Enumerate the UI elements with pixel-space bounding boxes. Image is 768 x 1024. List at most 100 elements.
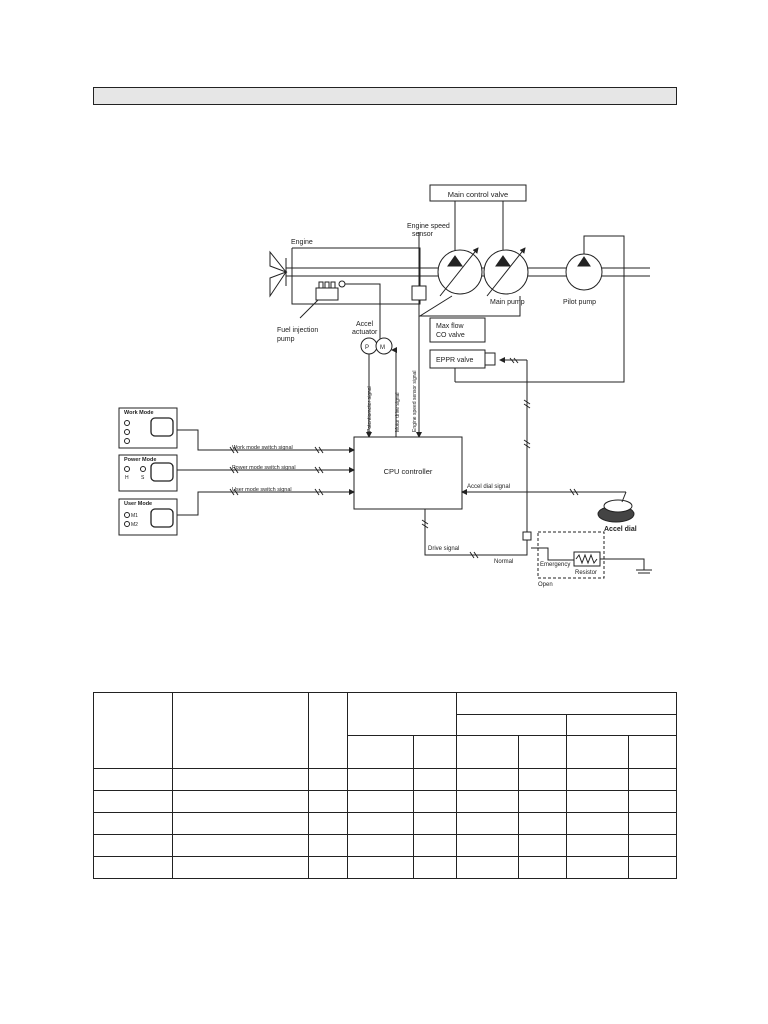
table-cell [347,768,414,791]
table-cell [518,856,567,879]
power-mode-s-label: S [141,475,145,481]
normal-label: Normal [494,559,513,565]
table-cell [518,812,567,835]
table-cell [413,768,457,791]
table-cell [308,768,348,791]
table-cell [172,812,309,835]
table-row [93,790,677,813]
main-pump-1 [437,249,483,295]
table-cell [172,856,309,879]
main-pump-label: Main pump [490,299,525,306]
emergency-label: Emergency [540,562,570,568]
max-flow-label-2: CO valve [436,332,465,339]
table-cell [347,812,414,835]
actuator-p-label: P [365,345,369,351]
cpu-controller-label: CPU controller [384,467,433,476]
table-header-cell [347,735,414,769]
table-cell [172,768,309,791]
engine-label: Engine [291,239,313,246]
table-cell [172,790,309,813]
pilot-pump-label: Pilot pump [563,299,596,306]
accel-dial-signal-label: Accel dial signal [467,484,510,490]
table-cell [566,768,629,791]
engine-fan-icon [269,250,288,298]
drive-signal-label: Drive signal [428,546,459,552]
table-cell [456,834,519,857]
power-mode-switch-signal-label: Power mode switch signal [232,465,296,471]
engine-speed-sensor-label-1: Engine speed [407,223,450,230]
table-cell [518,768,567,791]
table-cell [456,812,519,835]
table-header-cell [347,692,457,736]
table-cell [347,856,414,879]
table-row [93,768,677,791]
engine-block [291,247,421,305]
table-header-cell [566,735,629,769]
table-row [93,834,677,857]
table-header-row-1 [93,692,677,769]
table-cell [518,834,567,857]
table-cell [566,790,629,813]
user-mode-m2-label: M2 [131,522,138,528]
table-header-cell [566,714,677,736]
emergency-box [537,531,605,579]
actuator-m-label: M [380,345,385,351]
potentiometer-signal-label: Potentiometer signal [367,386,373,432]
table-cell [456,790,519,813]
table-cell [93,856,173,879]
table-header-cell [456,714,567,736]
max-flow-cut-valve [429,317,486,343]
cpu-controller-box [353,436,463,510]
table-cell [347,790,414,813]
user-mode-panel [118,498,178,536]
section-header-bar [93,87,677,105]
table-header-row-3 [94,735,677,769]
engine-speed-sensor-signal-label: Engine speed sensor signal [412,371,418,432]
table-header-cell [93,692,173,769]
table-row [93,812,677,835]
table-header-cell [456,735,519,769]
main-control-valve-box [429,184,527,202]
table-cell [347,834,414,857]
table-cell [93,790,173,813]
fuel-injection-pump [315,280,346,301]
power-mode-panel [118,454,178,492]
table-cell [566,856,629,879]
table-cell [628,812,677,835]
engine-speed-sensor [411,285,427,301]
accel-actuator-label-2: actuator [352,329,378,336]
table-cell [628,768,677,791]
eppr-valve-label: EPPR valve [436,357,473,364]
table-cell [628,790,677,813]
max-flow-label-1: Max flow [436,323,465,330]
table-header-cell [628,735,677,769]
user-mode-panel-title: User Mode [124,501,152,507]
table-header-cell [413,735,457,769]
accel-actuator-m [375,337,393,355]
table-header-cell [308,692,348,769]
motor-drive-signal-label: Motor drive signal [395,393,401,432]
table-cell [413,834,457,857]
table-cell [93,812,173,835]
power-mode-h-label: H [125,475,129,481]
work-mode-panel-title: Work Mode [124,410,154,416]
accel-dial-label: Accel dial [604,526,637,533]
table-cell [308,856,348,879]
table-cell [518,790,567,813]
accel-actuator-label-1: Accel [356,321,374,328]
table-header-cell [172,692,309,769]
specification-table [93,692,677,879]
table-cell [172,834,309,857]
table-cell [566,812,629,835]
accel-dial-icon [597,491,635,523]
table-cell [456,856,519,879]
table-cell [93,768,173,791]
table-header-cell [456,692,677,715]
table-cell [413,856,457,879]
fuel-injection-pump-label-1: Fuel injection [277,327,318,334]
main-control-valve-label: Main control valve [448,190,508,199]
user-mode-switch-signal-label: User mode switch signal [232,487,292,493]
table-cell [413,812,457,835]
user-mode-m1-label: M1 [131,513,138,519]
